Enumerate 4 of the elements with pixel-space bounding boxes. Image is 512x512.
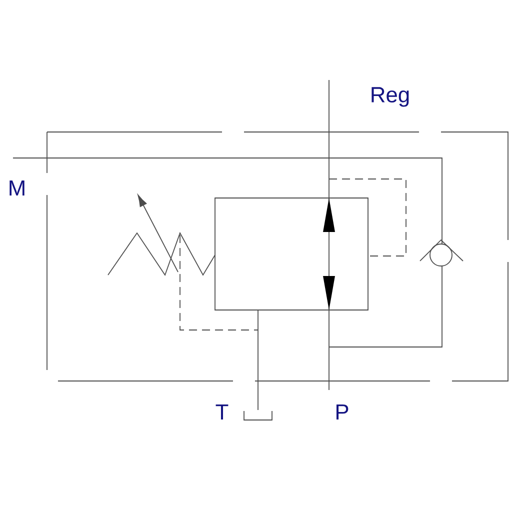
port-label: M <box>10 180 24 196</box>
port-label: P <box>336 404 348 420</box>
port-label: T <box>216 404 228 420</box>
port-label: Reg <box>372 87 409 107</box>
